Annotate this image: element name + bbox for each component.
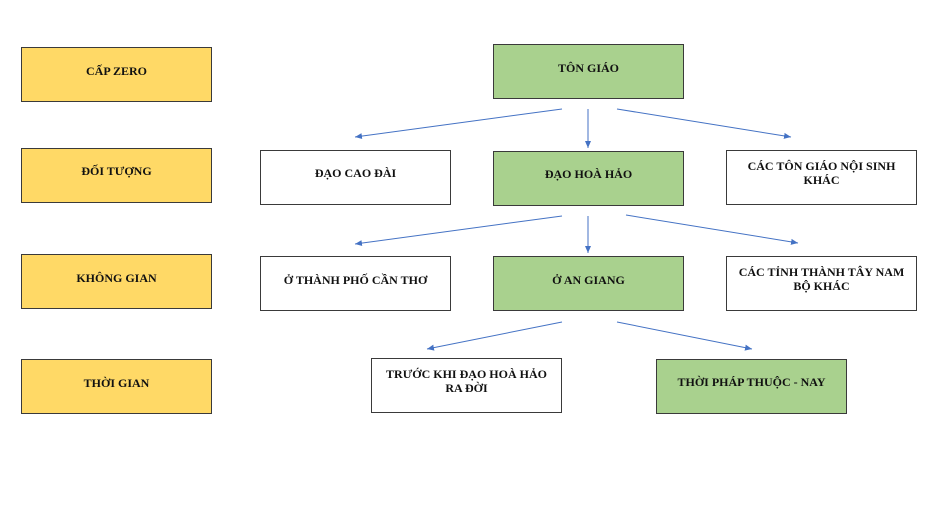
node-text: TÔN GIÁO — [557, 61, 619, 75]
node-cac-tinh-tay-nam-bo: CÁC TỈNH THÀNH TÂY NAM BỘ KHÁC — [726, 256, 917, 311]
level-text: KHÔNG GIAN — [76, 271, 157, 285]
arrow-hoahao-to-cantho — [354, 215, 563, 247]
arrow-angiang-to-thoi — [616, 321, 753, 351]
node-text: CÁC TỈNH THÀNH TÂY NAM BỘ KHÁC — [738, 265, 905, 293]
level-label-doi-tuong: ĐỐI TƯỢNG — [21, 148, 212, 203]
node-text: THỜI PHÁP THUỘC - NAY — [677, 375, 826, 389]
level-text: CẤP ZERO — [85, 64, 147, 78]
node-cac-ton-giao-khac: CÁC TÔN GIÁO NỘI SINH KHÁC — [726, 150, 917, 205]
level-text: THỜI GIAN — [83, 376, 150, 390]
node-text: ĐẠO CAO ĐÀI — [314, 166, 397, 180]
level-text: ĐỐI TƯỢNG — [81, 164, 152, 178]
arrow-root-to-khac — [616, 108, 792, 139]
node-o-can-tho: Ở THÀNH PHỐ CẦN THƠ — [260, 256, 451, 311]
node-ton-giao: TÔN GIÁO — [493, 44, 684, 99]
node-truoc-khi-hoa-hao: TRƯỚC KHI ĐẠO HOÀ HẢO RA ĐỜI — [371, 358, 562, 413]
node-text: Ở THÀNH PHỐ CẦN THƠ — [283, 273, 428, 287]
node-dao-hoa-hao: ĐẠO HOÀ HẢO — [493, 151, 684, 206]
level-label-cap-zero: CẤP ZERO — [21, 47, 212, 102]
node-dao-cao-dai: ĐẠO CAO ĐÀI — [260, 150, 451, 205]
node-text: CÁC TÔN GIÁO NỘI SINH KHÁC — [747, 159, 896, 187]
node-text: ĐẠO HOÀ HẢO — [544, 167, 633, 181]
level-label-khong-gian: KHÔNG GIAN — [21, 254, 212, 309]
node-text: TRƯỚC KHI ĐẠO HOÀ HẢO RA ĐỜI — [386, 367, 547, 395]
arrow-root-to-cao-dai — [354, 108, 563, 140]
node-text: Ở AN GIANG — [552, 273, 625, 287]
level-label-thoi-gian: THỜI GIAN — [21, 359, 212, 414]
arrow-angiang-to-truoc — [426, 321, 563, 351]
arrow-hoahao-to-taynambo — [625, 214, 799, 245]
node-o-an-giang: Ở AN GIANG — [493, 256, 684, 311]
node-thoi-phap-thuoc: THỜI PHÁP THUỘC - NAY — [656, 359, 847, 414]
